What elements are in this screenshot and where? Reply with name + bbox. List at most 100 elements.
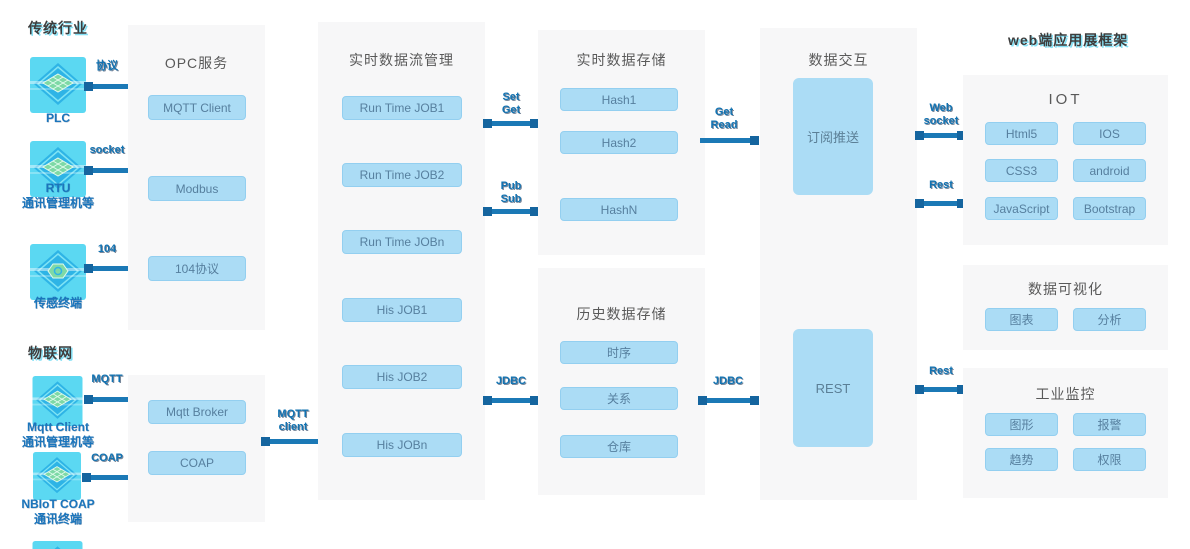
connector-cap: [84, 395, 93, 404]
connector-get-read: [700, 136, 759, 145]
connector-coap: [82, 473, 128, 482]
device-label-line: 通讯管理机等: [21, 196, 94, 210]
connector-cap: [957, 385, 966, 394]
box-coap: COAP: [148, 451, 246, 475]
connector-cap: [84, 264, 93, 273]
panel-title-viz: 数据可视化: [1028, 281, 1103, 297]
box-his-job1: His JOB1: [342, 298, 462, 322]
box-runtime-job2: Run Time JOB2: [342, 163, 462, 187]
panel-title-monitor: 工业监控: [1035, 386, 1096, 402]
connector-cap: [915, 131, 924, 140]
box-his-jobn: His JOBn: [342, 433, 462, 457]
connector-cap: [750, 136, 759, 145]
device-label-line: Mqtt Client: [27, 420, 89, 434]
box-html5: Html5: [985, 122, 1058, 145]
box-hash1: Hash1: [560, 88, 678, 111]
plc-device-icon: [30, 57, 86, 113]
panel-title-exchange: 数据交互: [808, 52, 869, 68]
connector-label-set-get: Set Get: [501, 91, 521, 116]
connector-label-get-read: Get Read: [710, 106, 738, 131]
rtu-device-label: RTU 通讯管理机等: [8, 181, 108, 211]
section-title-web: web端应用展框架: [1008, 32, 1129, 48]
device-label-line: NBIoT COAP: [21, 497, 95, 511]
connector-jdbc-left: [483, 396, 539, 405]
connector-cap: [483, 207, 492, 216]
connector-label-web-socket: Web socket: [923, 102, 959, 127]
plc-device-label: PLC: [30, 111, 86, 126]
connector-cap: [530, 396, 539, 405]
connector-label-jdbc-right: JDBC: [713, 375, 743, 387]
device-label-line: 通讯管理机等: [21, 435, 94, 449]
box-bootstrap: Bootstrap: [1073, 197, 1146, 220]
box-css3: CSS3: [985, 159, 1058, 182]
connector-104: [84, 264, 128, 273]
mqtt-client-device-label: Mqtt Client 通讯管理机等: [5, 420, 111, 450]
connector-web-socket: [915, 131, 966, 140]
connector-cap: [957, 199, 966, 208]
box-android: android: [1073, 159, 1146, 182]
panel-title-rt-store: 实时数据存储: [576, 52, 667, 68]
box-runtime-job1: Run Time JOB1: [342, 96, 462, 120]
box-javascript: JavaScript: [985, 197, 1058, 220]
box-hash2: Hash2: [560, 131, 678, 154]
box-warehouse: 仓库: [560, 435, 678, 458]
connector-cap: [915, 385, 924, 394]
sensor-device-label: 传感终端: [8, 296, 108, 311]
connector-jdbc-right: [698, 396, 759, 405]
connector-label-protocol: 协议: [96, 60, 118, 72]
section-title-iot-devices: 物联网: [28, 345, 73, 361]
panel-title-stream: 实时数据流管理: [349, 52, 454, 68]
connector-label-mqtt: MQTT: [91, 373, 123, 385]
box-runtime-jobn: Run Time JOBn: [342, 230, 462, 254]
connector-label-rest-top: Rest: [929, 179, 953, 191]
connector-cap: [750, 396, 759, 405]
panel-viz: 数据可视化: [963, 265, 1168, 350]
box-alarm: 报警: [1073, 413, 1146, 436]
panel-broker: [128, 375, 265, 522]
box-mqtt-client: MQTT Client: [148, 95, 246, 120]
device-icon-partial: [30, 541, 85, 549]
connector-cap: [261, 437, 270, 446]
box-permission: 权限: [1073, 448, 1146, 471]
connector-cap: [84, 166, 93, 175]
box-timeseries: 时序: [560, 341, 678, 364]
panel-hist-store: 历史数据存储: [538, 268, 705, 495]
box-ios: IOS: [1073, 122, 1146, 145]
connector-socket: [84, 166, 128, 175]
mqtt-client-device-icon: [30, 376, 85, 426]
connector-cap: [957, 131, 966, 140]
sensor-device-icon: [30, 244, 86, 300]
box-mqtt-broker: Mqtt Broker: [148, 400, 246, 424]
device-label-line: PLC: [46, 111, 70, 125]
box-hashn: HashN: [560, 198, 678, 221]
connector-cap: [530, 119, 539, 128]
connector-protocol: [84, 82, 128, 91]
connector-pub-sub: [483, 207, 539, 216]
nbiot-device-icon: [32, 452, 82, 500]
box-his-job2: His JOB2: [342, 365, 462, 389]
box-rest: REST: [793, 329, 873, 447]
connector-label-mqtt-client: MQTT client: [277, 408, 309, 433]
panel-title-iot: IOT: [1048, 91, 1083, 108]
panel-title-opc: OPC服务: [164, 55, 229, 71]
device-label-line: RTU: [45, 181, 71, 195]
box-trend: 趋势: [985, 448, 1058, 471]
connector-set-get: [483, 119, 539, 128]
box-modbus: Modbus: [148, 176, 246, 201]
connector-mqtt-client: [261, 437, 318, 446]
connector-cap: [84, 82, 93, 91]
connector-cap: [530, 207, 539, 216]
connector-mqtt: [84, 395, 128, 404]
connector-label-104: 104: [97, 243, 117, 255]
connector-rest-bottom: [915, 385, 966, 394]
box-relational: 关系: [560, 387, 678, 410]
box-graphics: 图形: [985, 413, 1058, 436]
connector-label-pub-sub: Pub Sub: [500, 180, 522, 205]
device-label-line: 传感终端: [33, 296, 82, 310]
section-title-industry: 传统行业: [28, 20, 88, 36]
panel-stream: 实时数据流管理: [318, 22, 485, 500]
panel-title-hist-store: 历史数据存储: [576, 306, 667, 322]
nbiot-device-label: NBIoT COAP 通讯终端: [8, 497, 108, 527]
box-subscribe-push: 订阅推送: [793, 78, 873, 195]
